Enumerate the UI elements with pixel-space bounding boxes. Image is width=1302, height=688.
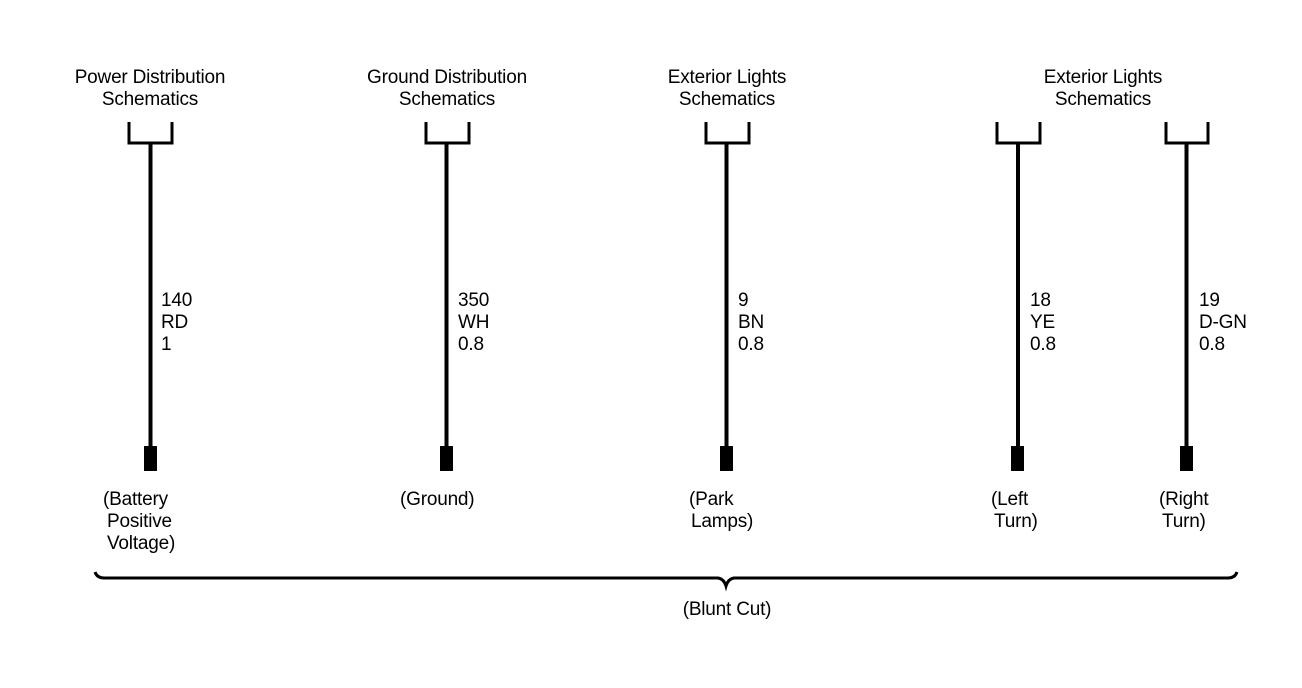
- wire-color: YE: [1030, 312, 1055, 333]
- header-line1: Exterior Lights: [1043, 67, 1163, 88]
- header-line2: Schematics: [101, 89, 199, 110]
- header-line2: Schematics: [1054, 89, 1152, 110]
- desc-line: (Ground): [400, 489, 475, 510]
- connector-bracket: [127, 122, 174, 145]
- header-exterior-lights-1: Exterior Lights Schematics: [627, 67, 827, 111]
- wire-desc-350: (Ground): [400, 489, 475, 511]
- blunt-cut-terminal: [1011, 446, 1024, 471]
- circuit-number: 18: [1030, 290, 1051, 311]
- desc-line: (Battery: [103, 489, 168, 510]
- wire-gauge: 1: [161, 334, 172, 355]
- connector-bracket: [995, 122, 1042, 145]
- wire-19: [1164, 122, 1210, 471]
- header-power-distribution: Power Distribution Schematics: [40, 67, 260, 111]
- wire-color: WH: [458, 312, 490, 333]
- header-line1: Power Distribution: [74, 67, 226, 88]
- wire-label-9: 9 BN 0.8: [738, 290, 764, 356]
- wire-desc-19: (Right Turn): [1159, 489, 1209, 533]
- wire-9: [704, 122, 751, 471]
- wire-desc-9: (Park Lamps): [689, 489, 753, 533]
- connector-bracket: [704, 122, 751, 145]
- wire-color: D-GN: [1199, 312, 1247, 333]
- blunt-cut-terminal: [144, 446, 157, 471]
- desc-line: Lamps): [691, 511, 754, 532]
- circuit-number: 19: [1199, 290, 1220, 311]
- wire-gauge: 0.8: [1199, 334, 1225, 355]
- blunt-cut-terminal: [1180, 446, 1193, 471]
- circuit-number: 9: [738, 290, 749, 311]
- header-line2: Schematics: [398, 89, 496, 110]
- wire-color: BN: [738, 312, 764, 333]
- header-exterior-lights-2: Exterior Lights Schematics: [1003, 67, 1203, 111]
- wire-gauge: 0.8: [458, 334, 484, 355]
- circuit-number: 140: [161, 290, 193, 311]
- desc-line: Positive: [107, 511, 172, 532]
- wire-label-18: 18 YE 0.8: [1030, 290, 1056, 356]
- blunt-cut-label: (Blunt Cut): [682, 599, 772, 620]
- header-line2: Schematics: [678, 89, 776, 110]
- wire-label-19: 19 D-GN 0.8: [1199, 290, 1247, 356]
- header-line1: Ground Distribution: [367, 67, 527, 88]
- header-ground-distribution: Ground Distribution Schematics: [337, 67, 557, 111]
- connector-bracket: [424, 122, 471, 145]
- wire-18: [995, 122, 1042, 471]
- blunt-cut-brace: [93, 571, 1239, 592]
- header-line1: Exterior Lights: [667, 67, 787, 88]
- wire-350: [424, 122, 471, 471]
- blunt-cut-terminal: [440, 446, 453, 471]
- wire-gauge: 0.8: [738, 334, 764, 355]
- desc-line: (Left: [991, 489, 1029, 510]
- desc-line: Turn): [994, 511, 1038, 532]
- desc-line: (Right: [1159, 489, 1209, 510]
- blunt-cut-terminal: [720, 446, 733, 471]
- wire-label-140: 140 RD 1: [161, 290, 192, 356]
- wire-desc-140: (Battery Positive Voltage): [103, 489, 175, 555]
- desc-line: Turn): [1162, 511, 1206, 532]
- wire-140: [127, 122, 174, 471]
- wire-color: RD: [161, 312, 189, 333]
- wire-label-350: 350 WH 0.8: [458, 290, 489, 356]
- connector-bracket: [1164, 122, 1210, 145]
- desc-line: (Park: [689, 489, 734, 510]
- circuit-number: 350: [458, 290, 490, 311]
- desc-line: Voltage): [107, 533, 176, 554]
- wire-gauge: 0.8: [1030, 334, 1056, 355]
- wire-desc-18: (Left Turn): [991, 489, 1038, 533]
